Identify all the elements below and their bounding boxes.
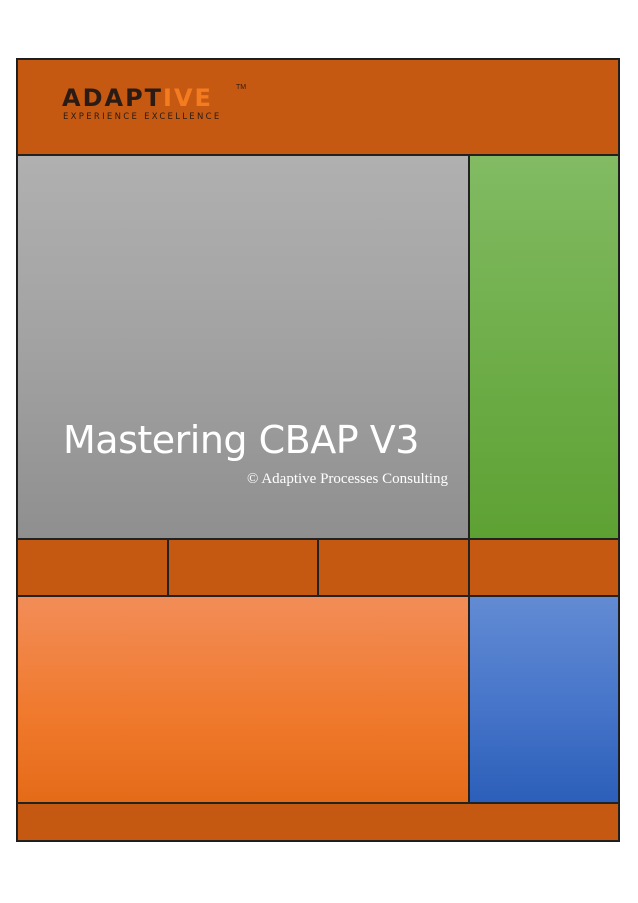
orange-strip-cell-2 <box>168 539 318 596</box>
logo-wordmark: ADAPTIVE <box>62 86 213 110</box>
document-subtitle: © Adaptive Processes Consulting <box>247 471 448 487</box>
logo-tagline: EXPERIENCE EXCELLENCE <box>63 112 222 122</box>
title-panel: Mastering CBAP V3 © Adaptive Processes C… <box>17 155 469 539</box>
logo-word-accent: IVE <box>163 84 213 112</box>
footer-band <box>17 803 619 841</box>
orange-panel <box>17 596 469 803</box>
header-band: ADAPTIVE TM EXPERIENCE EXCELLENCE <box>17 59 619 155</box>
orange-strip-cell-1 <box>17 539 168 596</box>
orange-strip-cell-4 <box>469 539 619 596</box>
orange-strip-cell-3 <box>318 539 469 596</box>
blue-panel <box>469 596 619 803</box>
company-logo: ADAPTIVE TM EXPERIENCE EXCELLENCE <box>62 84 252 126</box>
logo-word-dark: ADAPT <box>62 84 164 112</box>
document-title: Mastering CBAP V3 <box>63 418 419 462</box>
logo-trademark: TM <box>236 84 247 91</box>
document-cover: ADAPTIVE TM EXPERIENCE EXCELLENCE Master… <box>16 58 620 842</box>
green-panel <box>469 155 619 539</box>
